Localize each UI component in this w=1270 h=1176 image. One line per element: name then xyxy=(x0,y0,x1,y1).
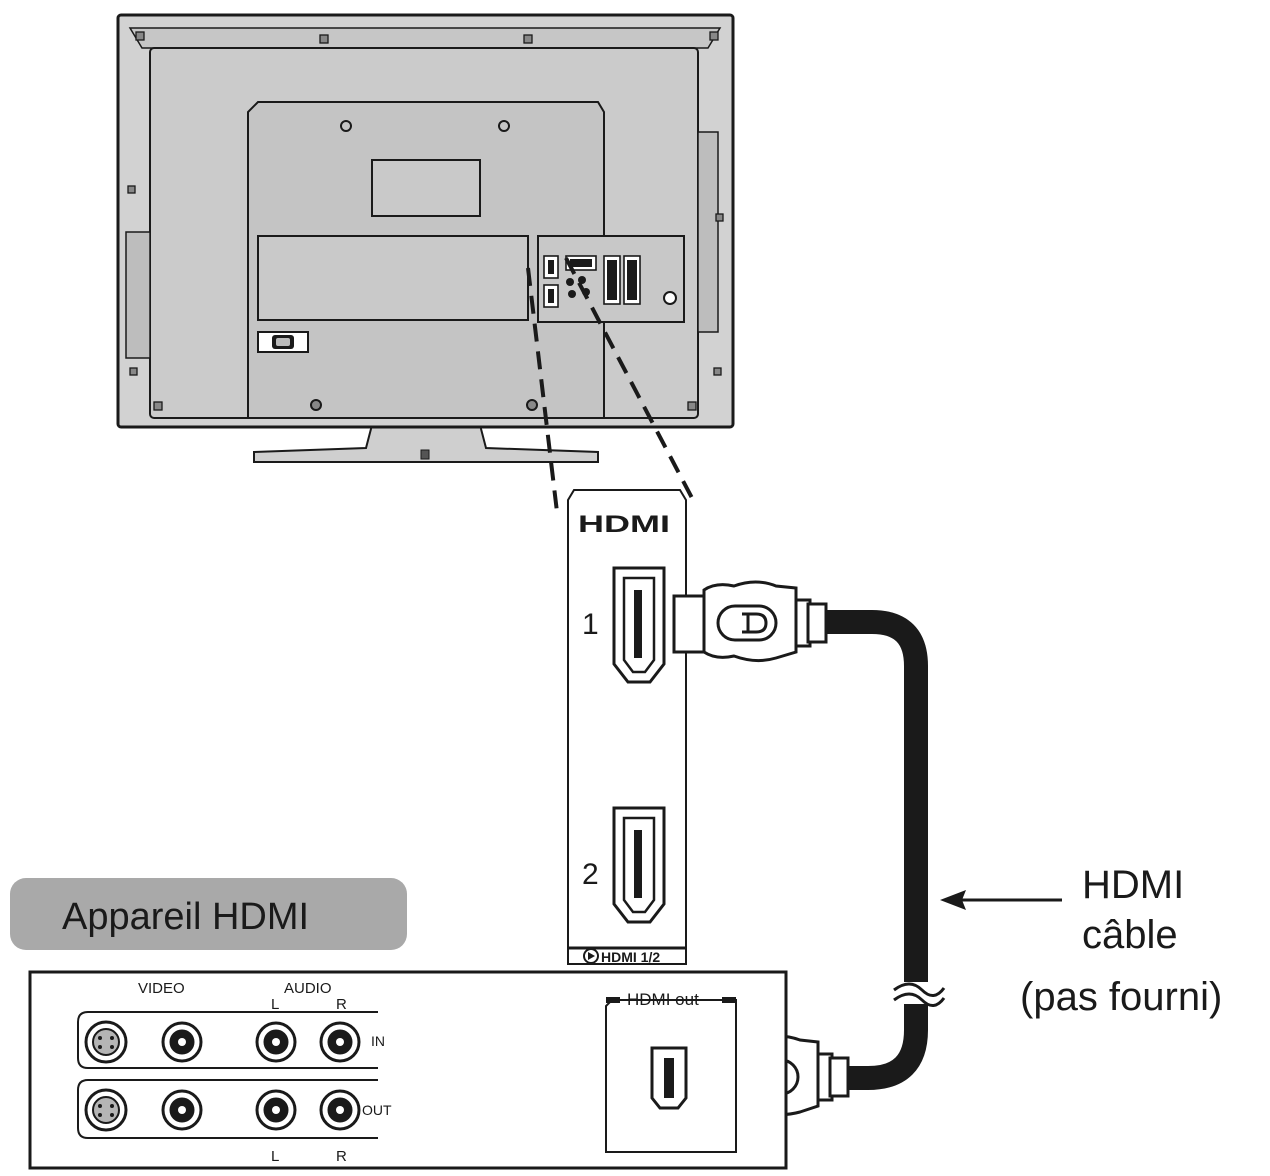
screw-icon xyxy=(340,120,352,132)
rca-video-out-icon xyxy=(161,1089,203,1131)
port-2-label: 2 xyxy=(582,858,599,891)
in-label: IN xyxy=(371,1033,385,1049)
hdmi-port-2-icon xyxy=(612,806,666,924)
audio-l-bottom-label: L xyxy=(271,1148,279,1165)
screw-icon xyxy=(498,120,510,132)
antenna-port-icon xyxy=(663,291,677,305)
hdmi-plug-tv-icon xyxy=(672,580,828,663)
s-video-out-port-icon xyxy=(84,1088,128,1132)
hdmi-port-1-icon xyxy=(612,566,666,684)
rca-audio-l-out-icon xyxy=(255,1089,297,1131)
audio-r-top-label: R xyxy=(336,996,347,1013)
hdmi-out-label: HDMI out xyxy=(627,990,699,1009)
device-badge-label: Appareil HDMI xyxy=(62,896,309,938)
tv-stand xyxy=(253,424,599,463)
s-video-in-port-icon xyxy=(84,1020,128,1064)
screw-icon xyxy=(526,399,538,411)
rca-audio-r-in-icon xyxy=(319,1021,361,1063)
device-badge-bg xyxy=(10,878,407,950)
zoom-guide-lines xyxy=(526,257,694,513)
out-label: OUT xyxy=(362,1102,392,1118)
cable-label-line3: (pas fourni) xyxy=(1020,975,1222,1019)
hdmi-cable xyxy=(822,610,946,1090)
port-1-label: 1 xyxy=(582,608,599,641)
video-label: VIDEO xyxy=(138,980,185,997)
audio-r-bottom-label: R xyxy=(336,1148,347,1165)
rca-audio-r-out-icon xyxy=(319,1089,361,1131)
tv-rear xyxy=(116,13,735,463)
rca-audio-l-in-icon xyxy=(255,1021,297,1063)
screw-icon xyxy=(310,399,322,411)
tv-vent xyxy=(371,159,481,217)
audio-l-top-label: L xyxy=(271,996,279,1013)
cable-label-line2: câble xyxy=(1082,913,1178,957)
hdmi-device xyxy=(10,878,788,1170)
panel-footer-label: HDMI 1/2 xyxy=(601,949,660,965)
rca-video-in-icon xyxy=(161,1021,203,1063)
tv-stand-clip xyxy=(420,449,430,460)
cable-arrow-icon xyxy=(940,890,1062,910)
hdmi-out-port-icon xyxy=(650,1046,688,1110)
cable-label-line1: HDMI xyxy=(1082,863,1184,907)
hdmi-zoom-panel xyxy=(567,489,687,965)
panel-hdmi-logo: HDMI xyxy=(578,511,670,538)
audio-label: AUDIO xyxy=(284,980,332,997)
